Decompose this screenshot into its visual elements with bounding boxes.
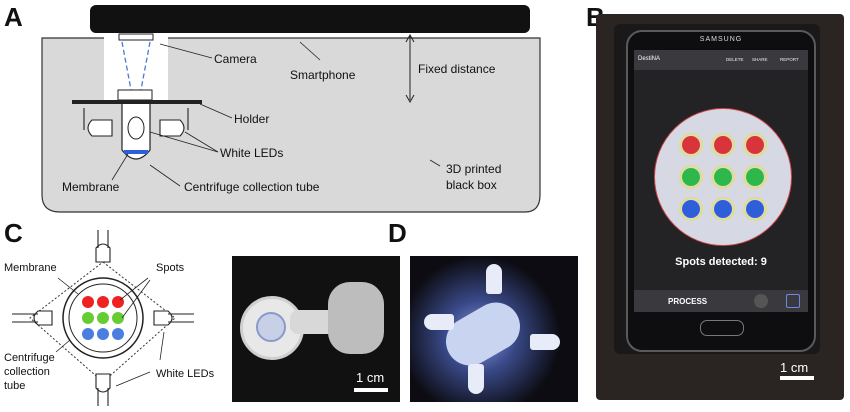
panel-b-photo: SAMSUNG DestiNA DELETE SHARE REPORT Spot… — [596, 14, 844, 400]
spot-ring — [743, 197, 767, 221]
app-name: DestiNA — [638, 56, 661, 62]
detected-spot — [714, 200, 732, 218]
detected-spot — [746, 168, 764, 186]
detected-spot — [682, 200, 700, 218]
detected-spot — [714, 136, 732, 154]
detected-spot — [682, 136, 700, 154]
scale-bar-c — [354, 388, 388, 392]
schematic-spot — [82, 312, 94, 324]
scale-label-c: 1 cm — [356, 370, 385, 385]
label-white-leds-a: White LEDs — [220, 146, 284, 160]
menu-report[interactable]: REPORT — [780, 57, 799, 62]
label-tube-c-1: Centrifuge — [4, 352, 55, 364]
smartphone-body — [90, 5, 530, 33]
menu-share[interactable]: SHARE — [752, 57, 768, 62]
label-fixed-distance: Fixed distance — [418, 62, 496, 76]
schematic-spot — [97, 296, 109, 308]
camera-lens — [118, 33, 154, 41]
label-holder: Holder — [234, 112, 270, 126]
spots-detected: Spots detected: 9 — [675, 256, 767, 268]
spot-ring — [679, 197, 703, 221]
phone-screen: DestiNA DELETE SHARE REPORT Spots detect… — [634, 50, 808, 312]
holder-plate — [72, 100, 202, 104]
spot-ring — [679, 165, 703, 189]
label-centrifuge-tube-a: Centrifuge collection tube — [184, 180, 320, 194]
label-black-box-2: black box — [446, 178, 497, 192]
phone-brand: SAMSUNG — [699, 36, 743, 43]
spot-ring — [679, 133, 703, 157]
record-button[interactable] — [754, 294, 768, 308]
label-membrane-c: Membrane — [4, 262, 57, 274]
label-membrane-a: Membrane — [62, 180, 120, 194]
detected-spot — [746, 200, 764, 218]
process-button[interactable]: PROCESS — [668, 297, 708, 306]
panel-a-letter: A — [4, 2, 23, 32]
label-camera: Camera — [214, 52, 257, 66]
spot-ring — [711, 165, 735, 189]
schematic-spot — [112, 328, 124, 340]
spots-grid — [679, 133, 767, 221]
phone-body: SAMSUNG DestiNA DELETE SHARE REPORT Spot… — [626, 30, 816, 352]
label-spots-c: Spots — [156, 262, 185, 274]
schematic-spot — [97, 328, 109, 340]
label-smartphone: Smartphone — [290, 68, 356, 82]
app-toolbar: DestiNA DELETE SHARE REPORT — [634, 50, 808, 70]
spot-ring — [743, 165, 767, 189]
label-white-leds-c: White LEDs — [156, 368, 215, 380]
menu-delete[interactable]: DELETE — [726, 57, 744, 62]
scale-bar-b — [780, 376, 814, 380]
schematic-spot — [97, 312, 109, 324]
settings-icon[interactable] — [786, 294, 800, 308]
detected-spot — [714, 168, 732, 186]
schematic-spot — [82, 296, 94, 308]
home-button[interactable] — [700, 320, 744, 336]
spot-ring — [711, 133, 735, 157]
leds-c — [12, 230, 194, 406]
label-black-box-1: 3D printed — [446, 162, 502, 176]
membrane-strip — [124, 150, 148, 154]
led-left — [83, 108, 113, 137]
panel-c-photo: 1 cm — [232, 256, 400, 402]
spot-ring — [711, 197, 735, 221]
panel-c-letter: C — [4, 218, 23, 248]
label-tube-c-2: collection — [4, 366, 50, 378]
scale-label-b: 1 cm — [780, 360, 809, 375]
detected-spot — [682, 168, 700, 186]
label-tube-c-3: tube — [4, 380, 26, 392]
bottom-bar: PROCESS — [634, 290, 808, 312]
membrane-image — [654, 108, 792, 246]
detected-spot — [746, 136, 764, 154]
spot-ring — [743, 133, 767, 157]
schematic-spot — [82, 328, 94, 340]
schematic-spot — [112, 312, 124, 324]
panel-d-letter: D — [388, 218, 407, 248]
panel-d-photo — [410, 256, 578, 402]
